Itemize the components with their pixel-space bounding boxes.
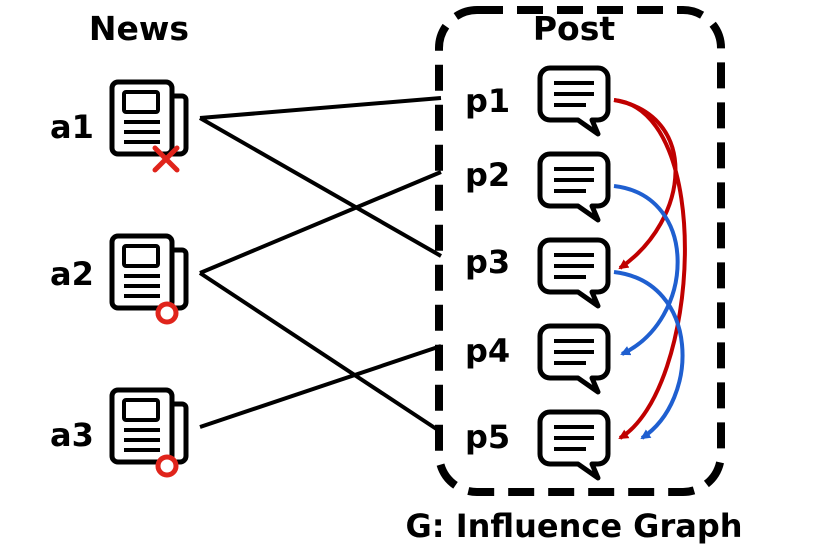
news-label: a3 (50, 416, 94, 454)
post-item-p4: p4 (465, 326, 608, 392)
influence-edges (613, 98, 687, 440)
post-item-p5: p5 (465, 412, 608, 478)
news-post-links (198, 96, 443, 434)
speech-bubble-icon (540, 68, 608, 134)
post-label: p4 (465, 332, 510, 370)
influence-edge-p1-p5 (613, 98, 687, 440)
speech-bubble-icon (540, 154, 608, 220)
link-a1-p1 (199, 96, 442, 120)
influence-edge-p3-p5 (613, 270, 685, 440)
link-a2-p2 (199, 170, 442, 275)
link-a3-p4 (199, 344, 442, 429)
newspaper-icon (112, 82, 186, 154)
circle-mark-icon (155, 454, 179, 478)
newspaper-icon (112, 390, 186, 462)
post-group-boundary (435, 6, 725, 496)
post-item-p2: p2 (465, 154, 608, 220)
news-item-a1: a1 (50, 82, 186, 173)
link-a2-p5 (198, 271, 443, 434)
post-item-p3: p3 (465, 240, 608, 306)
speech-bubble-icon (540, 412, 608, 478)
graph-caption: G: Influence Graph (405, 507, 742, 545)
influence-edge-p1-p3 (613, 98, 678, 270)
post-label: p3 (465, 243, 510, 281)
post-label: p5 (465, 418, 510, 456)
post-heading: Post (533, 9, 615, 48)
cross-mark-icon (152, 145, 180, 173)
influence-edge-p2-p4 (613, 184, 680, 356)
speech-bubble-icon (540, 326, 608, 392)
speech-bubble-icon (540, 240, 608, 306)
newspaper-icon (112, 236, 186, 308)
news-label: a2 (50, 255, 94, 293)
link-a1-p3 (199, 116, 442, 258)
post-label: p1 (465, 82, 510, 120)
post-item-p1: p1 (465, 68, 608, 134)
circle-mark-icon (155, 301, 179, 325)
news-label: a1 (50, 108, 94, 146)
news-heading: News (89, 9, 189, 48)
news-item-a3: a3 (50, 390, 186, 478)
post-label: p2 (465, 156, 510, 194)
news-item-a2: a2 (50, 236, 186, 325)
